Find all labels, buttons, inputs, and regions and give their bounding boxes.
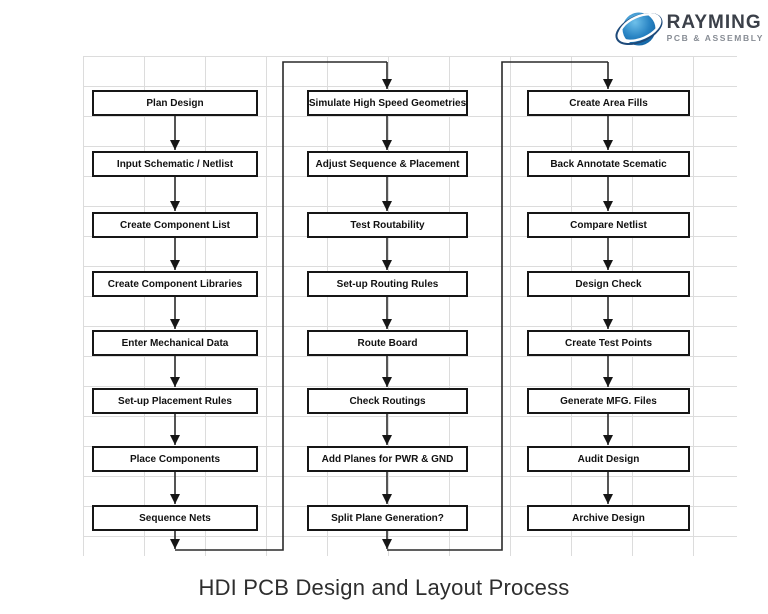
step-compare-netlist: Compare Netlist <box>527 212 690 238</box>
step-sequence-nets: Sequence Nets <box>92 505 258 531</box>
step-create-component-libraries: Create Component Libraries <box>92 271 258 297</box>
brand-name: RAYMING <box>666 11 762 33</box>
step-setup-routing-rules: Set-up Routing Rules <box>307 271 468 297</box>
step-create-test-points: Create Test Points <box>527 330 690 356</box>
step-test-routability: Test Routability <box>307 212 468 238</box>
brand-tagline: PCB & ASSEMBLY <box>666 32 764 43</box>
step-add-planes-pwr-gnd: Add Planes for PWR & GND <box>307 446 468 472</box>
step-enter-mechanical-data: Enter Mechanical Data <box>92 330 258 356</box>
step-generate-mfg-files: Generate MFG. Files <box>527 388 690 414</box>
rayming-logo: RAYMING PCB & ASSEMBLY <box>613 5 764 51</box>
step-plan-design: Plan Design <box>92 90 258 116</box>
diagram-title: HDI PCB Design and Layout Process <box>198 575 570 600</box>
step-split-plane-generation: Split Plane Generation? <box>307 505 468 531</box>
step-back-annotate-schematic: Back Annotate Scematic <box>527 151 690 177</box>
grid-background <box>83 56 737 556</box>
step-create-area-fills: Create Area Fills <box>527 90 690 116</box>
step-input-schematic-netlist: Input Schematic / Netlist <box>92 151 258 177</box>
step-simulate-high-speed-geometries: Simulate High Speed Geometries <box>307 90 468 116</box>
step-design-check: Design Check <box>527 271 690 297</box>
step-audit-design: Audit Design <box>527 446 690 472</box>
step-create-component-list: Create Component List <box>92 212 258 238</box>
step-archive-design: Archive Design <box>527 505 690 531</box>
step-adjust-sequence-placement: Adjust Sequence & Placement <box>307 151 468 177</box>
globe-swoosh-icon <box>615 12 663 46</box>
step-route-board: Route Board <box>307 330 468 356</box>
step-place-components: Place Components <box>92 446 258 472</box>
step-check-routings: Check Routings <box>307 388 468 414</box>
step-setup-placement-rules: Set-up Placement Rules <box>92 388 258 414</box>
